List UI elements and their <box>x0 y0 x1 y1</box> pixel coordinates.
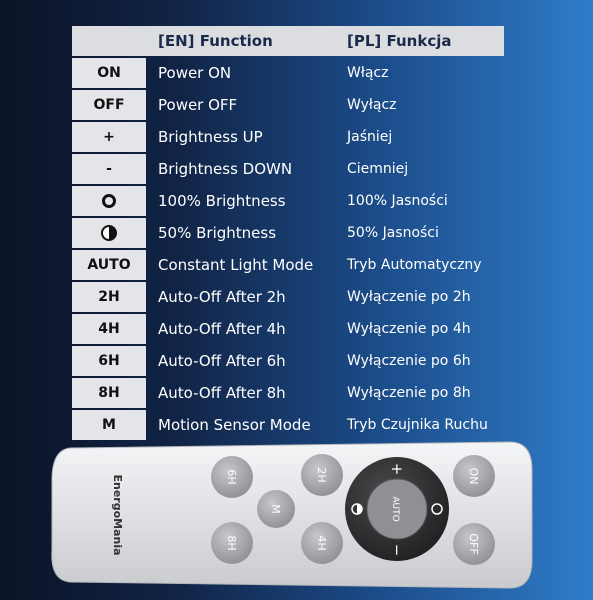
button-2h[interactable]: 2H <box>301 454 343 496</box>
row-key: AUTO <box>72 250 146 280</box>
svg-text:8H: 8H <box>225 535 238 550</box>
half-circle-icon[interactable] <box>351 503 363 515</box>
row-en: Auto-Off After 8h <box>158 384 286 402</box>
circle-outline-icon[interactable] <box>431 503 443 515</box>
row-pl: Wyłączenie po 6h <box>347 353 471 369</box>
table-row: + Brightness UP Jaśniej <box>72 122 504 152</box>
table-row: 50% Brightness 50% Jasności <box>72 218 504 248</box>
row-key: - <box>72 154 146 184</box>
dpad[interactable]: AUTO + − <box>345 457 449 561</box>
button-8h[interactable]: 8H <box>211 522 253 564</box>
svg-text:ON: ON <box>467 468 480 485</box>
svg-text:+: + <box>388 463 406 476</box>
header-en: [EN] Function <box>158 32 273 50</box>
table-row: - Brightness DOWN Ciemniej <box>72 154 504 184</box>
button-auto[interactable]: AUTO <box>390 496 400 521</box>
row-pl: Wyłączenie po 4h <box>347 321 471 337</box>
button-off[interactable]: OFF <box>453 523 495 565</box>
row-en: Power OFF <box>158 96 238 114</box>
svg-text:6H: 6H <box>225 469 238 484</box>
row-pl: 100% Jasności <box>347 193 448 209</box>
row-key: ON <box>72 58 146 88</box>
svg-text:AUTO: AUTO <box>390 496 400 521</box>
row-key: 8H <box>72 378 146 408</box>
svg-text:−: − <box>388 544 406 557</box>
header-key <box>72 26 146 56</box>
svg-text:4H: 4H <box>315 535 328 550</box>
button-6h[interactable]: 6H <box>211 456 253 498</box>
row-pl: Ciemniej <box>347 161 409 177</box>
table-row: AUTO Constant Light Mode Tryb Automatycz… <box>72 250 504 280</box>
row-en: 50% Brightness <box>158 224 277 242</box>
row-key <box>72 186 146 216</box>
row-pl: Wyłącz <box>347 97 397 113</box>
row-key: OFF <box>72 90 146 120</box>
table-row: 8H Auto-Off After 8h Wyłączenie po 8h <box>72 378 504 408</box>
row-key: M <box>72 410 146 440</box>
button-minus[interactable]: − <box>388 544 406 557</box>
row-key: + <box>72 122 146 152</box>
row-pl: Wyłączenie po 8h <box>347 385 471 401</box>
table-header: [EN] Function [PL] Funkcja <box>72 26 504 56</box>
table-row: ON Power ON Włącz <box>72 58 504 88</box>
row-pl: 50% Jasności <box>347 225 439 241</box>
button-4h[interactable]: 4H <box>301 522 343 564</box>
row-key: 2H <box>72 282 146 312</box>
row-en: Auto-Off After 2h <box>158 288 286 306</box>
row-en: Auto-Off After 6h <box>158 352 286 370</box>
row-key: 6H <box>72 346 146 376</box>
table-row: 4H Auto-Off After 4h Wyłączenie po 4h <box>72 314 504 344</box>
header-pl: [PL] Funkcja <box>347 32 452 50</box>
button-plus[interactable]: + <box>388 463 406 476</box>
row-en: Motion Sensor Mode <box>158 416 311 434</box>
button-on[interactable]: ON <box>453 455 495 497</box>
half-circle-icon <box>101 225 117 241</box>
row-pl: Jaśniej <box>347 129 393 145</box>
row-pl: Wyłączenie po 2h <box>347 289 471 305</box>
table-row: OFF Power OFF Wyłącz <box>72 90 504 120</box>
row-pl: Tryb Automatyczny <box>347 257 482 273</box>
row-en: Brightness UP <box>158 128 263 146</box>
brand-logo: EnergoMania <box>111 474 124 555</box>
row-en: Brightness DOWN <box>158 160 293 178</box>
table-row: 2H Auto-Off After 2h Wyłączenie po 2h <box>72 282 504 312</box>
function-table: [EN] Function [PL] Funkcja ON Power ON W… <box>72 26 504 442</box>
table-row: M Motion Sensor Mode Tryb Czujnika Ruchu <box>72 410 504 440</box>
row-en: 100% Brightness <box>158 192 286 210</box>
row-key: 4H <box>72 314 146 344</box>
button-m[interactable]: M <box>257 490 295 528</box>
remote-control: EnergoMania 6H 8H M 2H 4H AUTO + − <box>51 441 533 589</box>
table-row: 6H Auto-Off After 6h Wyłączenie po 6h <box>72 346 504 376</box>
row-en: Auto-Off After 4h <box>158 320 286 338</box>
circle-outline-icon <box>102 194 116 208</box>
table-row: 100% Brightness 100% Jasności <box>72 186 504 216</box>
svg-text:EnergoMania: EnergoMania <box>111 474 124 555</box>
row-key <box>72 218 146 248</box>
svg-text:2H: 2H <box>315 467 328 482</box>
row-pl: Włącz <box>347 65 389 81</box>
row-en: Constant Light Mode <box>158 256 314 274</box>
svg-text:M: M <box>269 504 282 514</box>
svg-text:OFF: OFF <box>467 533 480 554</box>
row-pl: Tryb Czujnika Ruchu <box>347 417 488 433</box>
row-en: Power ON <box>158 64 232 82</box>
